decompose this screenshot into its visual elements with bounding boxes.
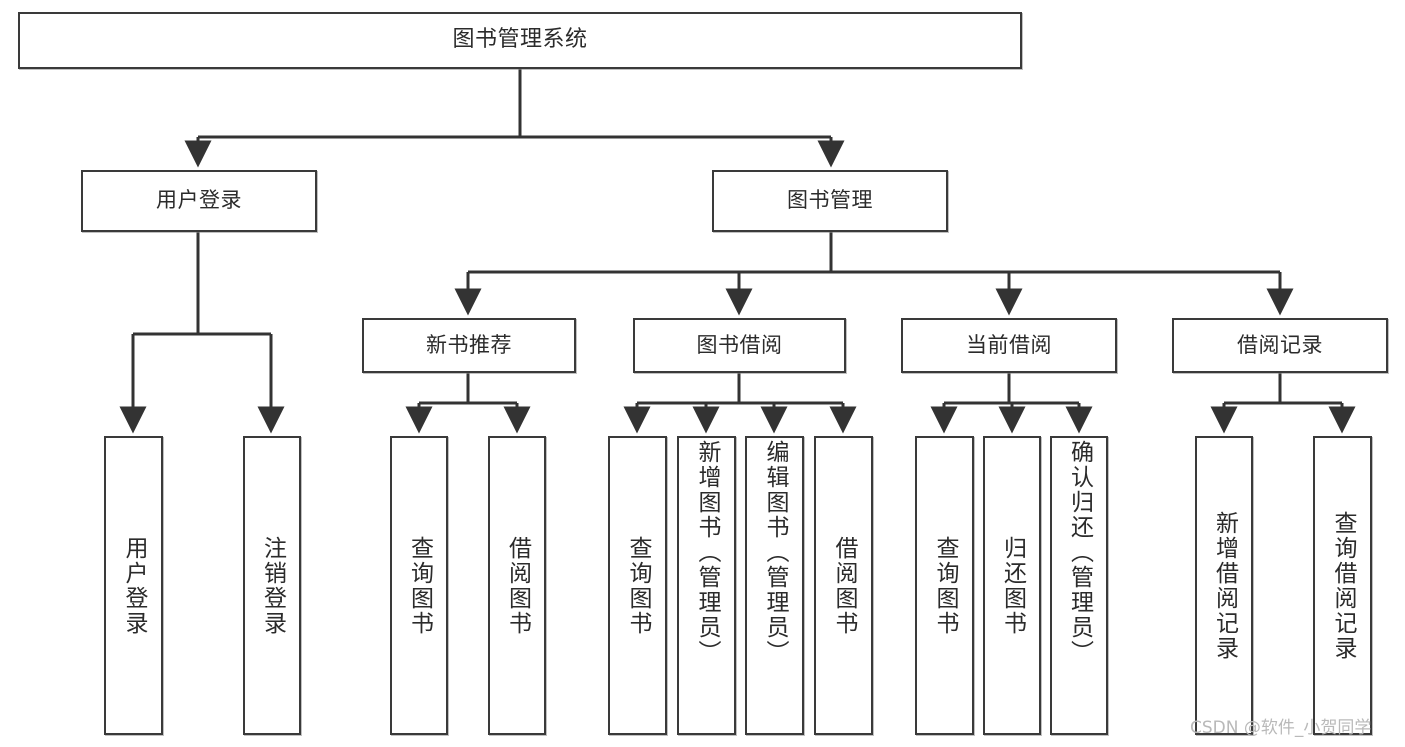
node-label: 借阅图书: [831, 535, 857, 636]
csdn-watermark: CSDN @软件_小贺同学: [1190, 718, 1372, 738]
node-label: 归还图书: [999, 535, 1026, 636]
node-label: 查询图书: [625, 535, 651, 636]
node-leaf-edit-book-admin[interactable]: 编辑图书（管理员）: [745, 436, 804, 735]
node-leaf-borrow-book[interactable]: 借阅图书: [814, 436, 873, 735]
node-leaf-query-book-rec[interactable]: 查询图书: [390, 436, 448, 735]
node-leaf-add-borrow-record[interactable]: 新增借阅记录: [1195, 436, 1253, 735]
node-book-borrow[interactable]: 图书借阅: [633, 318, 846, 373]
node-book-management[interactable]: 图书管理: [712, 170, 948, 232]
node-label: 用户登录: [121, 535, 147, 636]
node-label: 注销登录: [259, 535, 286, 636]
node-leaf-query-book-current[interactable]: 查询图书: [915, 436, 974, 735]
node-current-borrow[interactable]: 当前借阅: [901, 318, 1117, 373]
node-leaf-return-book[interactable]: 归还图书: [983, 436, 1041, 735]
node-leaf-add-book-admin[interactable]: 新增图书（管理员）: [677, 436, 736, 735]
node-label: 图书管理: [787, 188, 873, 213]
node-leaf-borrow-book-rec[interactable]: 借阅图书: [488, 436, 546, 735]
node-label: 查询借阅记录: [1330, 510, 1356, 661]
node-label: 借阅图书: [504, 535, 531, 636]
node-label: 新增图书（管理员）: [694, 440, 720, 665]
node-leaf-query-borrow-record[interactable]: 查询借阅记录: [1313, 436, 1372, 735]
node-label: 当前借阅: [966, 332, 1052, 357]
node-leaf-user-login[interactable]: 用户登录: [104, 436, 163, 735]
node-label: 借阅记录: [1237, 332, 1323, 357]
node-borrow-record[interactable]: 借阅记录: [1172, 318, 1388, 373]
node-label: 查询图书: [406, 535, 433, 636]
node-label: 查询图书: [932, 535, 958, 636]
node-leaf-query-book-borrow[interactable]: 查询图书: [608, 436, 667, 735]
node-user-login[interactable]: 用户登录: [81, 170, 317, 232]
node-label: 图书管理系统: [452, 27, 588, 53]
node-label: 用户登录: [156, 188, 242, 213]
node-leaf-logout-login[interactable]: 注销登录: [243, 436, 301, 735]
node-root-system[interactable]: 图书管理系统: [18, 12, 1022, 69]
node-label: 编辑图书（管理员）: [762, 440, 788, 665]
node-label: 新增借阅记录: [1211, 510, 1238, 661]
node-leaf-confirm-return-admin[interactable]: 确认归还（管理员）: [1050, 436, 1108, 735]
node-label: 新书推荐: [426, 332, 512, 357]
node-new-book-recommend[interactable]: 新书推荐: [362, 318, 576, 373]
node-label: 确认归还（管理员）: [1066, 440, 1093, 665]
node-label: 图书借阅: [696, 332, 783, 357]
